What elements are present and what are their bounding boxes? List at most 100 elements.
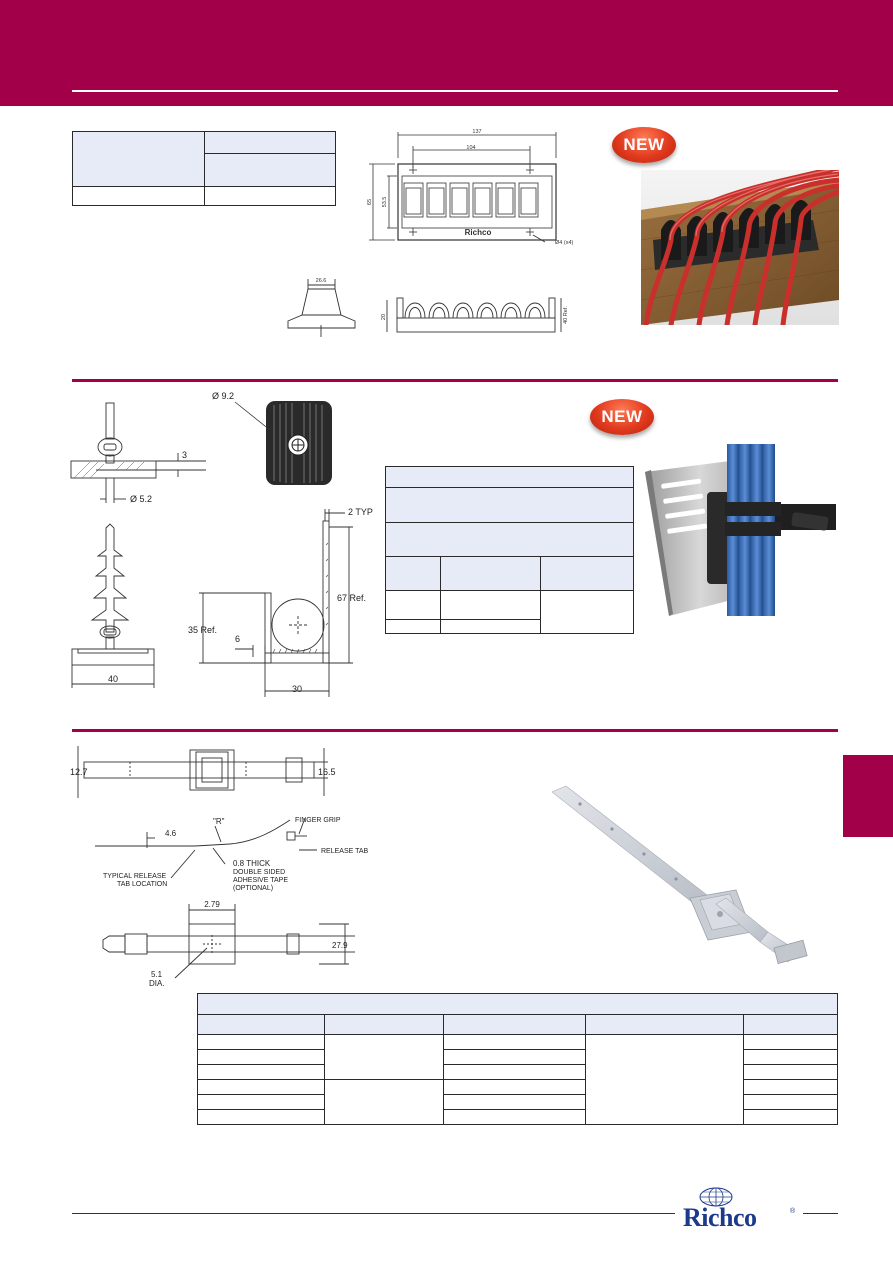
dim-offset: 4.6 [165, 829, 177, 838]
spec-table-2-cell [440, 556, 541, 591]
dim-hole: Ø4 (x4) [555, 240, 574, 246]
spec-table-2-cell [440, 590, 541, 620]
spec-table-2-cell [540, 590, 634, 634]
spec-table-3-cell [197, 1064, 325, 1080]
dim-base: 40 [108, 674, 118, 684]
spec-table-3-cell [585, 1034, 744, 1125]
dim-r: "R" [213, 817, 225, 826]
dim-step: 6 [235, 634, 240, 644]
spec-table-3-cell [443, 1079, 586, 1095]
footer-rule [803, 1213, 838, 1214]
label-tape-4: (OPTIONAL) [233, 885, 273, 892]
label-release-tab: RELEASE TAB [321, 848, 369, 855]
dim-inner-height: 53.5 [382, 197, 388, 208]
header-rule [72, 90, 838, 92]
spec-table-3-cell [197, 1034, 325, 1050]
dim-height-ref: 67 Ref. [337, 593, 366, 603]
richco-logo: Richco [683, 1203, 757, 1232]
spec-table-3-cell [443, 1014, 586, 1035]
spec-table-3-cell [743, 1094, 838, 1110]
spec-table-3-cell [197, 1014, 325, 1035]
spec-table-2-cell [385, 466, 634, 488]
dim-width-right: 16.5 [318, 767, 336, 777]
spec-table-3-cell [743, 1079, 838, 1095]
spec-table-3-cell [443, 1034, 586, 1050]
spec-table-3-cell [743, 1014, 838, 1035]
dim-width-left: 12.7 [70, 767, 88, 777]
spec-table-3-cell [743, 1109, 838, 1125]
spec-table-3-cell [324, 1034, 444, 1080]
drawing-push-mount-front: 40 [71, 523, 155, 688]
spec-table-3-cell [324, 1014, 444, 1035]
spec-table-1 [72, 131, 336, 206]
dim-typ: 2 TYP [348, 507, 373, 517]
spec-table-1-cell [204, 153, 336, 187]
drawing-tie-side-view: 4.6 "R" FINGER GRIP RELEASE TAB TYPICAL … [95, 817, 369, 892]
label-typical-2: TAB LOCATION [117, 881, 167, 888]
drawing-tie-mount-view: 2.79 27.9 5.1 DIA. [102, 900, 355, 988]
spec-table-1-cell [72, 186, 205, 206]
spec-table-3-cell [197, 1094, 325, 1110]
dim-overall-width: 137 [472, 129, 481, 135]
spec-table-2 [385, 466, 634, 634]
dim-thickness: 3 [182, 450, 187, 460]
dim-height: 65 [367, 199, 373, 205]
spec-table-3-cell [197, 1109, 325, 1125]
spec-table-3-cell [324, 1079, 444, 1125]
photo-cable-clip [643, 444, 836, 616]
drawing-organizer-side-view: 20 40 Ref. [381, 297, 569, 333]
registered-mark: ® [790, 1208, 796, 1215]
dim-square: 2.79 [204, 900, 220, 909]
page-header-band [0, 0, 893, 106]
spec-table-3-cell [743, 1034, 838, 1050]
spec-table-3-cell [443, 1049, 586, 1065]
dim-diameter: Ø 9.2 [212, 391, 234, 401]
label-tape-2: DOUBLE SIDED [233, 869, 285, 876]
drawing-push-mount-side: 3 Ø 5.2 [70, 402, 206, 504]
spec-table-1-cell [204, 131, 336, 154]
photo-cable-organizer [641, 170, 839, 325]
spec-table-3-cell [443, 1094, 586, 1110]
drawing-organizer-profile: 26.6 [287, 278, 356, 337]
drawing-tie-top-view: 12.7 16.5 [70, 746, 336, 798]
spec-table-3-cell [197, 1079, 325, 1095]
spec-table-2-cell [385, 522, 634, 557]
label-typical-1: TYPICAL RELEASE [103, 873, 166, 880]
globe-icon [699, 1187, 733, 1207]
dim-mid-ref: 35 Ref. [188, 625, 217, 635]
section-rule-1 [72, 379, 838, 382]
spec-table-2-cell [385, 556, 441, 591]
dim-width: 30 [292, 684, 302, 694]
label-tape-1: 0.8 THICK [233, 859, 271, 868]
label-tape-3: ADHESIVE TAPE [233, 877, 288, 884]
spec-table-2-cell [440, 619, 541, 634]
dim-side-height: 20 [381, 314, 387, 320]
dim-hole-2: DIA. [149, 979, 165, 988]
drawing-cable-clip: 2 TYP 67 Ref. 35 Ref. 6 30 [188, 507, 373, 697]
spec-table-2-cell [385, 590, 441, 620]
section-rule-2 [72, 729, 838, 732]
spec-table-1-cell [72, 131, 205, 187]
embossed-brand: Richco [465, 228, 492, 237]
dim-ref-height: 40 Ref. [563, 306, 569, 324]
spec-table-3-cell [197, 1049, 325, 1065]
footer-rule [72, 1213, 675, 1214]
spec-table-3-cell [743, 1064, 838, 1080]
new-badge: NEW [590, 399, 654, 435]
spec-table-2-cell [385, 619, 441, 634]
spec-table-2-cell [385, 487, 634, 523]
dim-hole-spacing: 104 [466, 145, 475, 151]
dim-hole-1: 5.1 [151, 970, 163, 979]
spec-table-3-cell [443, 1064, 586, 1080]
label-finger-grip: FINGER GRIP [295, 817, 341, 824]
spec-table-2-cell [540, 556, 634, 591]
spec-table-3-cell [443, 1109, 586, 1125]
spec-table-3-cell [585, 1014, 744, 1035]
spec-table-3 [197, 993, 838, 1125]
dim-profile-width: 26.6 [316, 278, 327, 284]
spec-table-1-cell [204, 186, 336, 206]
dim-height-tie: 27.9 [332, 941, 348, 950]
drawing-push-mount-top: Ø 9.2 [212, 391, 332, 485]
drawing-organizer-top-view: 137 104 65 53.5 Richco Ø4 (x4) [367, 129, 574, 246]
new-badge: NEW [612, 127, 676, 163]
